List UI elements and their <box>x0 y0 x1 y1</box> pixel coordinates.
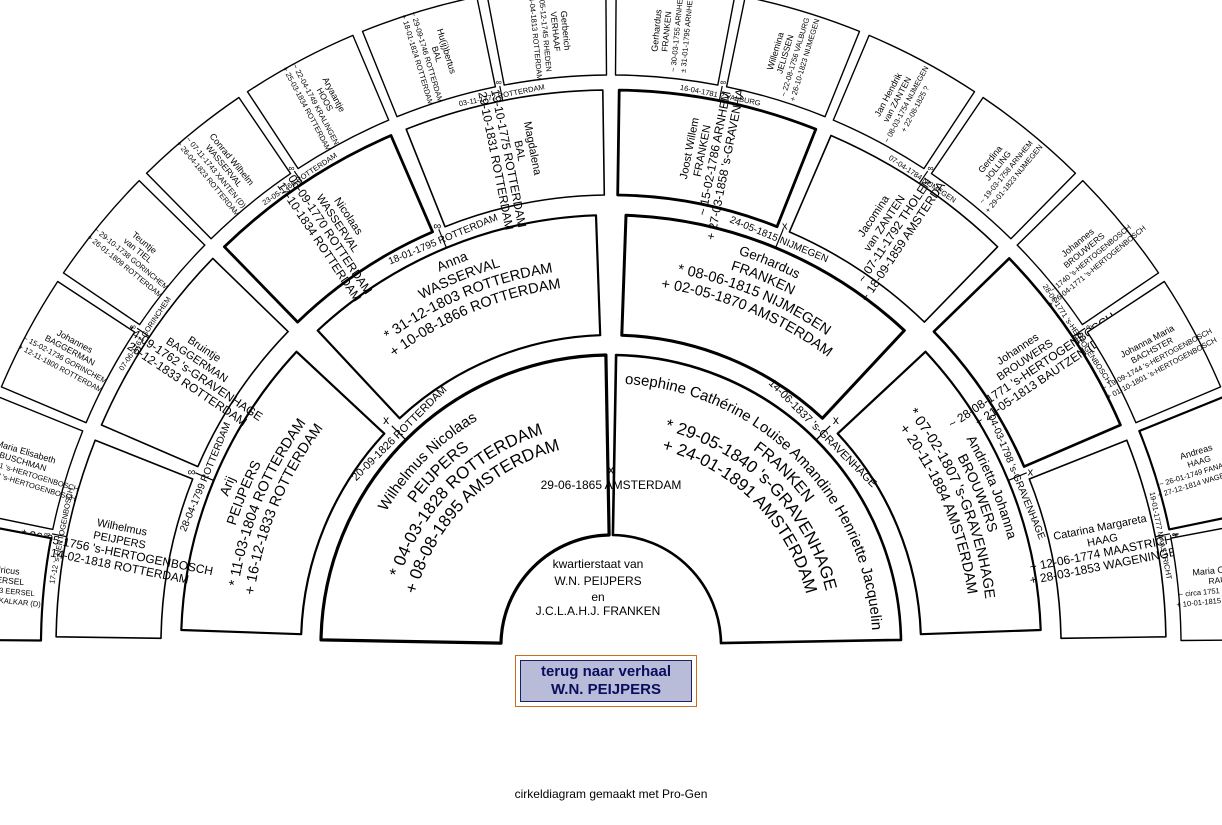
marriage-4-7-symbol: ∞ <box>1172 529 1178 539</box>
ring4-person-7-gerberich-box[interactable] <box>487 0 608 86</box>
center-title-name-1: W.N. PEIJPERS <box>554 574 642 588</box>
ring2-person-3-andrietta-johanna-box[interactable] <box>836 350 1042 636</box>
ring3-person-1-bruintje-box[interactable] <box>100 257 289 468</box>
back-to-story-button[interactable]: terug naar verhaal W.N. PEIJPERS <box>515 655 697 707</box>
ring4-person-13-johanna-maria-box[interactable] <box>1086 280 1222 424</box>
connector-r3-r4-5 <box>918 170 929 184</box>
ring2-person-1-anna-box[interactable] <box>316 214 602 420</box>
ring4-person-8-gerhardus-box[interactable] <box>614 0 736 86</box>
ring4-person-12-johannes-box[interactable] <box>1016 179 1160 326</box>
marriage-1-symbol: x <box>608 462 615 477</box>
marriage-4-5-symbol: ∞ <box>927 163 933 173</box>
ring4-person-5-aryaantje-box[interactable] <box>246 34 390 170</box>
ring1-person-1-josephine-cathe-rine-louise-amandine-henriette-jacqueline-box[interactable] <box>611 353 903 645</box>
ring4-person-0-hendricus-line-0: Hendricus <box>0 563 21 577</box>
ring4-person-4-conrad-wilhelm-box[interactable] <box>145 96 292 240</box>
marriage-4-2-symbol: ∞ <box>288 163 294 173</box>
ring4-person-7-gerberich-line-0: Gerberich <box>559 10 573 50</box>
ring4-person-8-gerhardus-line-0: Gerhardus <box>649 8 663 52</box>
marriage-4-1-symbol: ∞ <box>130 322 136 332</box>
ring4-person-10-jan-hendrik-box[interactable] <box>832 34 976 170</box>
ring4-person-8-gerhardus-line-1: FRANKEN <box>659 11 673 52</box>
connector-r3-r4-2 <box>293 170 304 184</box>
ring3-person-7-catarina-margareta-line-1: HAAG <box>1086 532 1119 550</box>
ring4-person-3-teuntje-box[interactable] <box>62 179 206 326</box>
center-title-name-2: J.C.L.A.H.J. FRANKEN <box>535 604 661 618</box>
marriage-2-0-symbol: x <box>383 413 389 427</box>
ring4-person-1-maria-elisabeth-box[interactable] <box>0 396 84 531</box>
connector-r3-r4-6 <box>1072 327 1086 338</box>
ring4-person-0-hendricus-line-1: PEIJPERSEL <box>0 572 25 587</box>
center-title-en: en <box>591 590 605 604</box>
ring3-person-0-wilhelmus-box[interactable] <box>55 439 194 640</box>
connector-r2-r3-0 <box>195 472 214 481</box>
connector-r3-r4-4 <box>718 85 723 101</box>
marriage-2-1-symbol: x <box>833 413 839 427</box>
ring4-person-6-hu-ij-bertus-line-1: BAL <box>430 45 444 64</box>
footer-credit: cirkeldiagram gemaakt met Pro-Gen <box>514 787 708 801</box>
back-button-line-1: terug naar verhaal <box>540 663 672 680</box>
connector-lines <box>51 85 1171 538</box>
marriage-3-2-symbol: x <box>782 221 788 233</box>
ring3-person-6-johannes-box[interactable] <box>932 257 1122 468</box>
marriage-4-3-symbol: ∞ <box>496 77 502 87</box>
ring4-person-7-gerberich-line-1: VERHAAF <box>549 11 563 52</box>
ring1-person-0-wilhelmus-nicolaas-box[interactable] <box>319 353 611 645</box>
ring3-person-3-magdalena-line-1: BAL <box>511 140 527 163</box>
ring4-person-15-maria-christina-box[interactable] <box>1170 521 1222 642</box>
marriage-4-6-symbol: ∞ <box>1086 322 1092 332</box>
ring2-person-2-gerhardus-box[interactable] <box>620 213 906 420</box>
connector-r3-r4-0 <box>51 533 67 538</box>
back-to-story-button-face: terug naar verhaal W.N. PEIJPERS <box>520 660 692 702</box>
ring3-person-5-jacomina-box[interactable] <box>788 134 999 323</box>
connector-r2-r3-3 <box>1008 472 1027 481</box>
ring3-person-4-joost-willem-box[interactable] <box>616 88 818 229</box>
ring3-person-2-nicolaas-box[interactable] <box>223 134 434 324</box>
back-button-line-2: W.N. PEIJPERS <box>550 681 662 698</box>
ring3-person-3-magdalena-box[interactable] <box>405 89 606 228</box>
marriage-4-0-symbol: ∞ <box>44 529 50 539</box>
ring4-person-15-maria-christina-line-1: RAUCH <box>1208 573 1222 586</box>
ring4-person-9-willemina-box[interactable] <box>725 0 861 118</box>
ring2-person-0-arij-box[interactable] <box>180 350 386 636</box>
connector-r3-r4-1 <box>136 327 150 338</box>
connector-r3-r4-3 <box>499 85 504 101</box>
connector-r1-r2-right <box>815 425 831 441</box>
ring4-person-0-hendricus-box[interactable] <box>0 521 53 642</box>
connector-r1-r2-left <box>391 425 407 441</box>
ring4-person-6-hu-ij-bertus-box[interactable] <box>361 0 497 118</box>
connector-r2-r3-1 <box>438 229 447 248</box>
connector-r2-r3-2 <box>775 229 784 248</box>
connector-r3-r4-7 <box>1155 533 1171 538</box>
center-title-line: kwartierstaat van <box>552 557 644 571</box>
marriage-4-4-symbol: ∞ <box>720 77 726 87</box>
marriage-3-3-symbol: x <box>1028 466 1034 478</box>
ring2-person-0-arij-line-0: Arij <box>217 474 238 498</box>
ring4-person-2-johannes-box[interactable] <box>0 280 136 424</box>
ring3-person-7-catarina-margareta-box[interactable] <box>1028 439 1167 640</box>
ring4-person-14-andreas-box[interactable] <box>1138 396 1222 531</box>
marriage-3-0-symbol: ∞ <box>188 466 196 478</box>
ring4-person-11-gerdina-box[interactable] <box>930 96 1077 240</box>
marriage-1-date: 29-06-1865 AMSTERDAM <box>541 478 682 492</box>
marriage-3-1-symbol: ∞ <box>433 221 441 233</box>
